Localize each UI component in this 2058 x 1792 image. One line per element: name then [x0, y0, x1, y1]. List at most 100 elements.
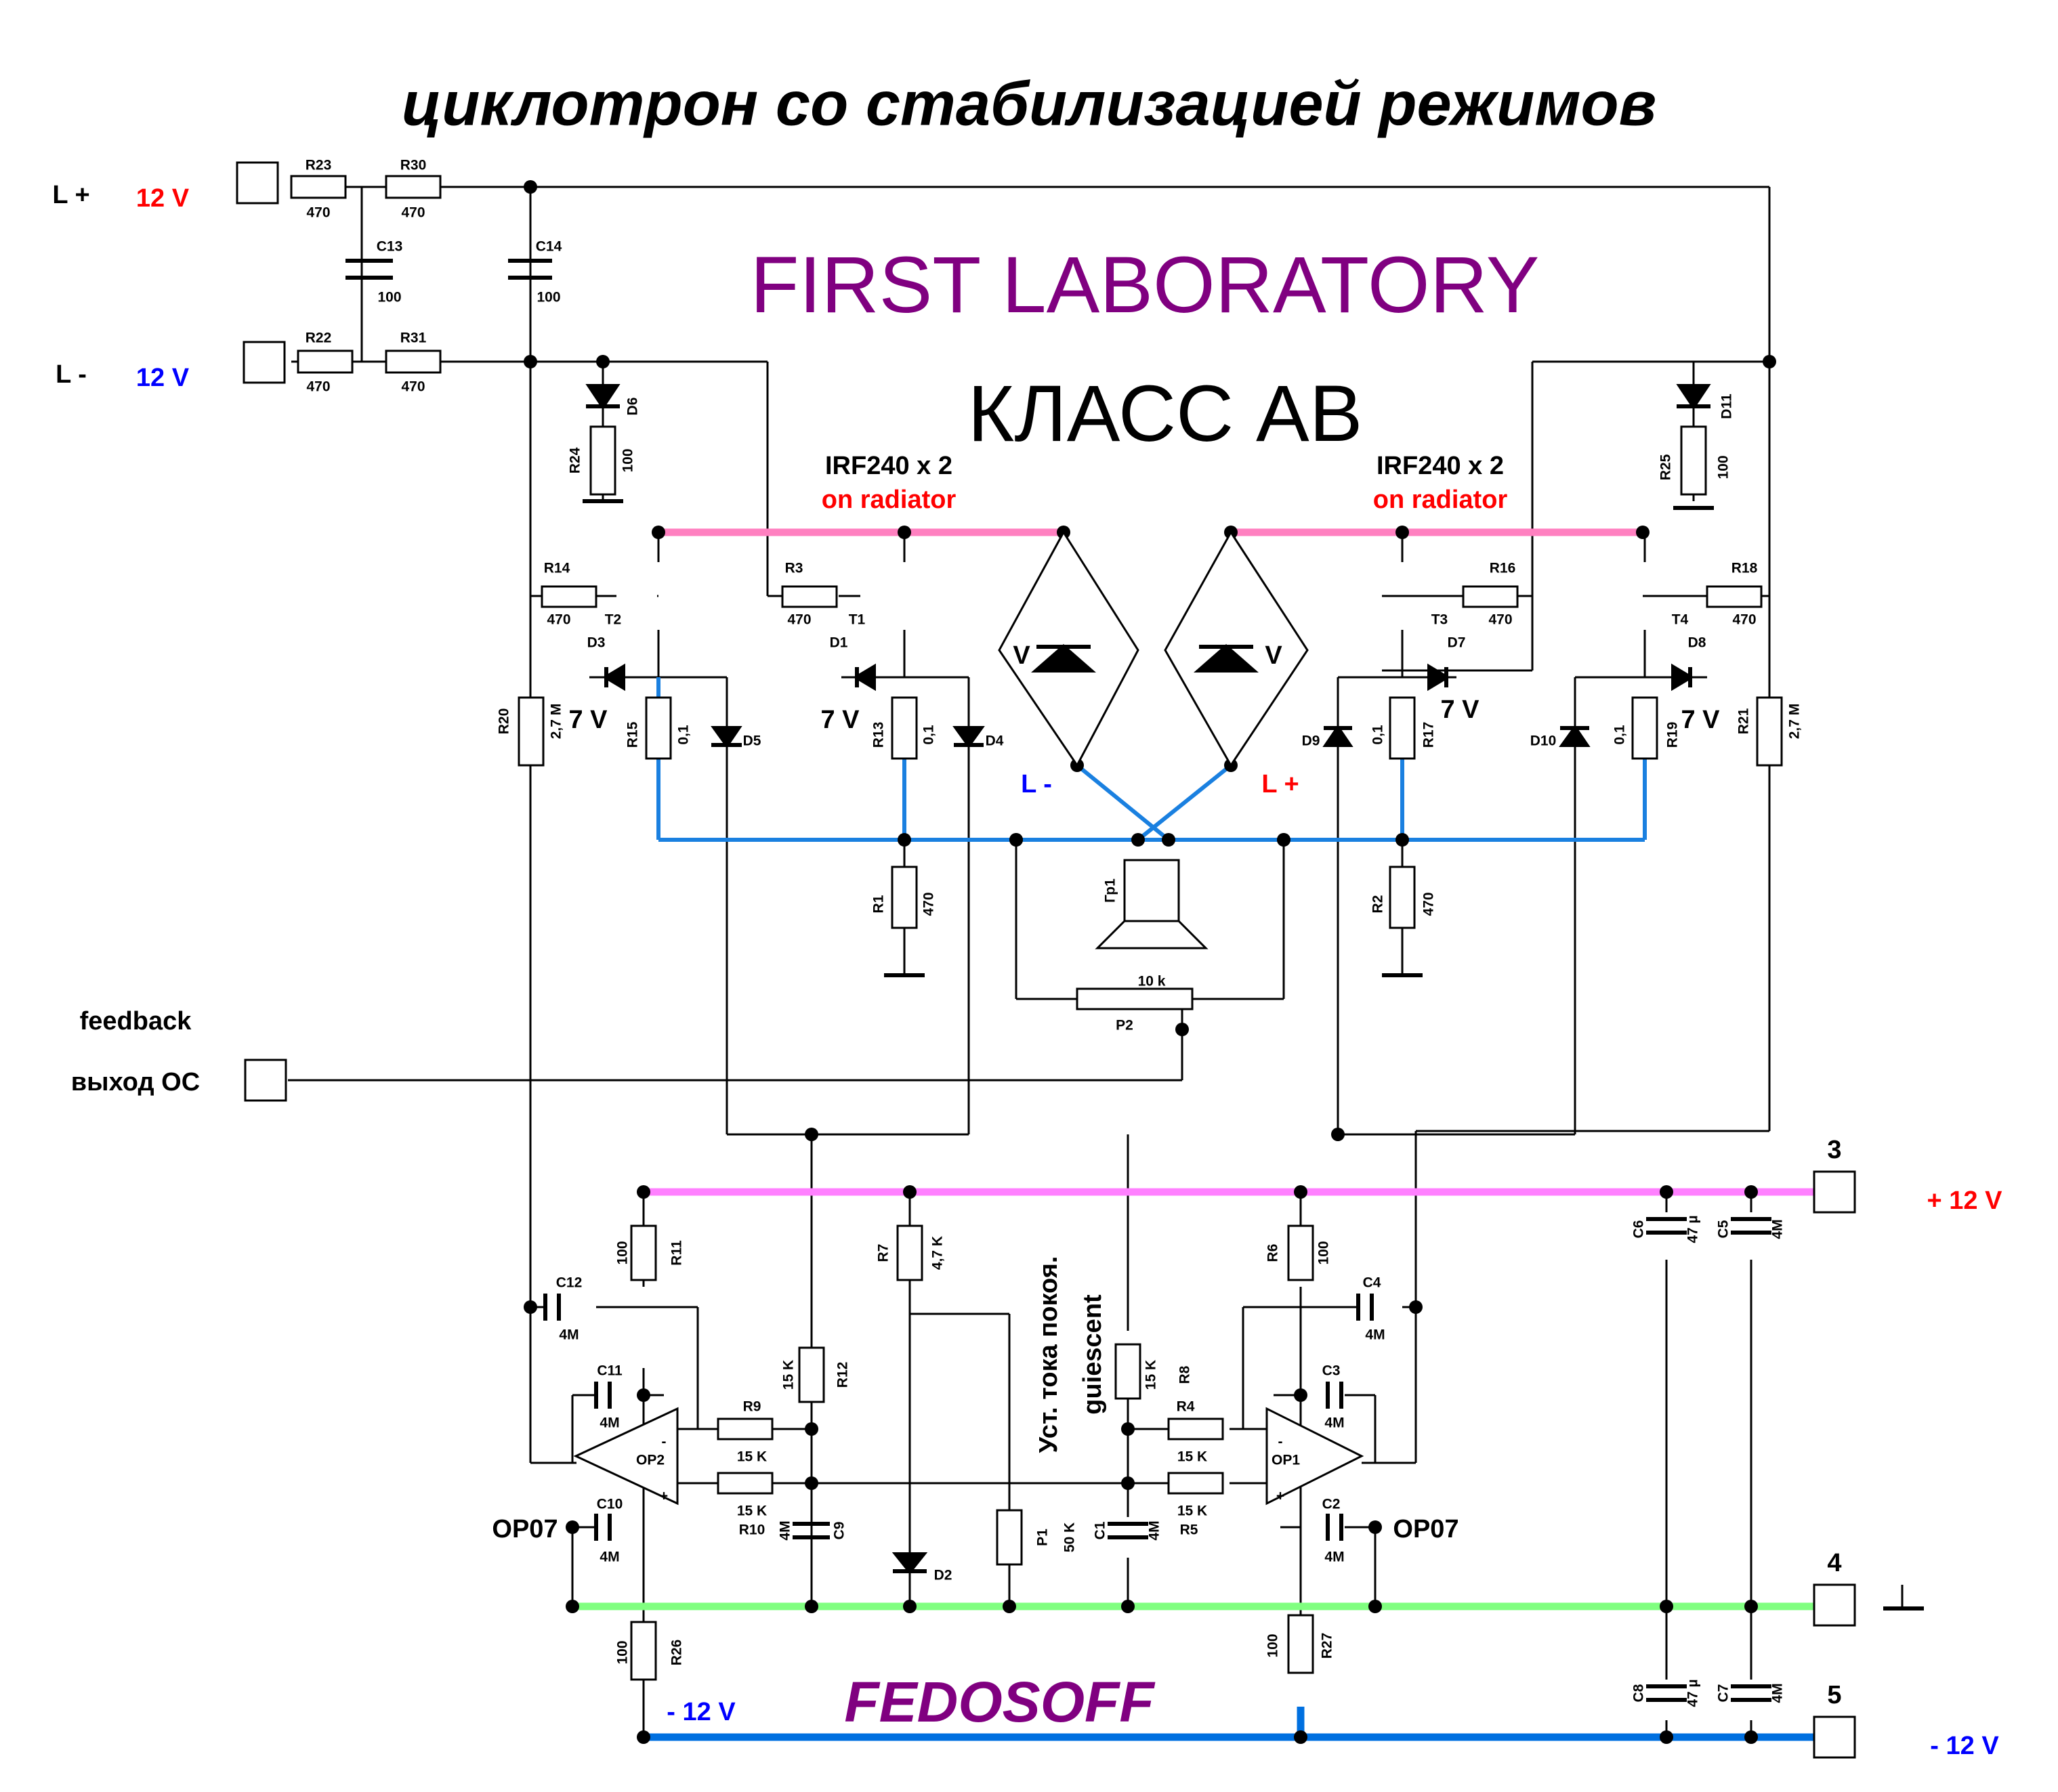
- R8-label: R8: [1177, 1365, 1193, 1384]
- T3-label: T3: [1431, 612, 1448, 628]
- junction-dot: [566, 1600, 579, 1613]
- P2-label: P2: [1116, 1018, 1133, 1033]
- junction-dot: [1121, 1476, 1135, 1490]
- C12-value: 4M: [559, 1327, 579, 1343]
- C3-value: 4M: [1324, 1415, 1344, 1431]
- terminal-5[interactable]: [1813, 1715, 1856, 1759]
- OP1-minus: -: [1278, 1434, 1283, 1450]
- R16-label: R16: [1490, 561, 1516, 576]
- resistor-R1: [891, 866, 918, 929]
- resistor-R7: [896, 1224, 923, 1281]
- C14-value: 100: [537, 290, 560, 305]
- C7-value: 4M: [1770, 1683, 1786, 1703]
- potentiometer-P1[interactable]: [996, 1509, 1023, 1566]
- R31-value: 470: [401, 379, 425, 395]
- C2-label: C2: [1322, 1497, 1341, 1512]
- C1-label: C1: [1093, 1521, 1108, 1539]
- resistor-R6: [1287, 1224, 1314, 1281]
- junction-dot: [1660, 1600, 1673, 1613]
- C13-value: 100: [377, 290, 401, 305]
- bridge-right-V: V: [1265, 641, 1282, 670]
- junction-dot: [524, 180, 537, 194]
- page-title: циклотрон со стабилизацией режимов: [402, 69, 1656, 138]
- R7-value: 4,7 K: [930, 1236, 946, 1270]
- feedback-output-connector[interactable]: [244, 1059, 287, 1102]
- R3-value: 470: [787, 612, 811, 628]
- C6-value: 47 µ: [1685, 1215, 1701, 1243]
- junction-dot: [1131, 833, 1145, 847]
- junction-dot: [805, 1422, 818, 1436]
- junction-dot: [566, 1520, 579, 1534]
- C10-label: C10: [597, 1497, 623, 1512]
- terminal-4[interactable]: [1813, 1583, 1856, 1627]
- junction-dot: [898, 833, 911, 847]
- resistor-R24: [589, 425, 616, 496]
- R5-value: 15 K: [1177, 1503, 1207, 1519]
- R17-label: R17: [1421, 722, 1437, 748]
- junction-dot: [1660, 1185, 1673, 1199]
- C8-label: C8: [1631, 1684, 1647, 1702]
- speaker-l-plus-label: L +: [1261, 770, 1299, 798]
- D5-label: D5: [743, 733, 761, 749]
- D7-label: D7: [1448, 635, 1466, 651]
- junction-dot: [596, 355, 610, 368]
- junction-dot: [1121, 1422, 1135, 1436]
- junction-dot: [1409, 1300, 1423, 1314]
- junction-dot: [1294, 1388, 1307, 1402]
- R19-label: R19: [1665, 722, 1681, 748]
- resistor-R16: [1462, 585, 1519, 608]
- potentiometer-P2[interactable]: [1076, 987, 1194, 1010]
- C7-label: C7: [1716, 1684, 1731, 1703]
- input-connector-l-plus[interactable]: [236, 161, 279, 205]
- input-l-minus-voltage: 12 V: [136, 364, 190, 392]
- T1-label: T1: [849, 612, 866, 628]
- terminal-3[interactable]: [1813, 1170, 1856, 1214]
- R25-label: R25: [1658, 454, 1674, 480]
- C12-label: C12: [556, 1275, 583, 1291]
- junction-dot: [1277, 833, 1290, 847]
- zener-D7-voltage: 7 V: [1440, 696, 1479, 724]
- C5-value: 4M: [1770, 1219, 1786, 1239]
- R6-label: R6: [1265, 1244, 1281, 1262]
- terminal-3-label: 3: [1827, 1136, 1841, 1164]
- R5-label: R5: [1180, 1522, 1198, 1538]
- speaker-Gr1: [1123, 859, 1180, 922]
- R30-label: R30: [400, 158, 427, 173]
- junction-dot: [1175, 1023, 1189, 1036]
- D8-label: D8: [1688, 635, 1706, 651]
- junction-dot: [1763, 355, 1776, 368]
- R3-label: R3: [785, 561, 803, 576]
- junction-dot: [1162, 833, 1175, 847]
- junction-dot: [637, 1388, 650, 1402]
- resistor-R9: [717, 1417, 774, 1441]
- resistor-R25: [1680, 425, 1707, 496]
- R24-value: 100: [621, 448, 636, 472]
- junction-dot: [1744, 1185, 1758, 1199]
- input-l-plus-voltage: 12 V: [136, 184, 190, 213]
- R25-value: 100: [1716, 455, 1731, 479]
- feedback-ru-label: выход ОС: [71, 1068, 200, 1096]
- D9-label: D9: [1302, 733, 1320, 749]
- R21-label: R21: [1736, 708, 1752, 734]
- R12-value: 15 K: [781, 1360, 797, 1390]
- resistor-R19: [1631, 696, 1658, 760]
- C8-value: 47 µ: [1685, 1679, 1701, 1707]
- junction-dot: [1395, 526, 1409, 539]
- R4-label: R4: [1177, 1399, 1195, 1415]
- resistor-R27: [1287, 1614, 1314, 1674]
- R11-value: 100: [615, 1241, 631, 1264]
- resistor-R26: [630, 1621, 657, 1681]
- opamp-OP1-type: OP07: [1393, 1515, 1458, 1543]
- neg-rail-label: - 12 V: [1930, 1732, 1999, 1760]
- terminal-5-label: 5: [1827, 1681, 1841, 1709]
- zener-D1-voltage: 7 V: [820, 706, 860, 734]
- junction-dot: [652, 526, 665, 539]
- input-connector-l-minus[interactable]: [243, 341, 286, 384]
- R19-value: 0,1: [1612, 725, 1628, 745]
- C14-label: C14: [536, 239, 562, 255]
- R1-label: R1: [871, 895, 887, 913]
- R15-label: R15: [625, 721, 641, 748]
- resistor-R20: [518, 696, 545, 767]
- quiescent-label-ru: Уст. тока покоя.: [1034, 1256, 1063, 1453]
- neg-rail-left-label: - 12 V: [667, 1698, 736, 1726]
